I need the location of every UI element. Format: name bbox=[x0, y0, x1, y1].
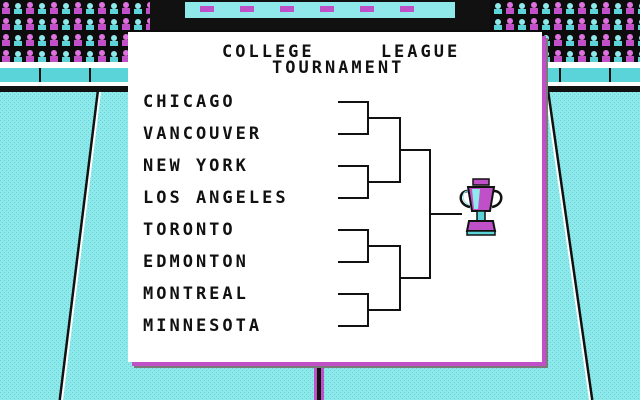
tournament-bracket bbox=[338, 101, 462, 327]
team-6: EDMONTON bbox=[143, 252, 249, 272]
team-1: CHICAGO bbox=[143, 92, 236, 112]
team-5: TORONTO bbox=[143, 220, 236, 240]
team-8: MINNESOTA bbox=[143, 316, 263, 336]
tournament-board: COLLEGE LEAGUE TOURNAMENT CHICAGO VANCOU… bbox=[128, 32, 542, 362]
team-2: VANCOUVER bbox=[143, 124, 263, 144]
team-7: MONTREAL bbox=[143, 284, 249, 304]
team-3: NEW YORK bbox=[143, 156, 249, 176]
team-4: LOS ANGELES bbox=[143, 188, 289, 208]
header-line-1: COLLEGE LEAGUE bbox=[222, 42, 461, 62]
trophy-icon bbox=[459, 178, 503, 236]
header-line-2: TOURNAMENT bbox=[272, 58, 405, 78]
